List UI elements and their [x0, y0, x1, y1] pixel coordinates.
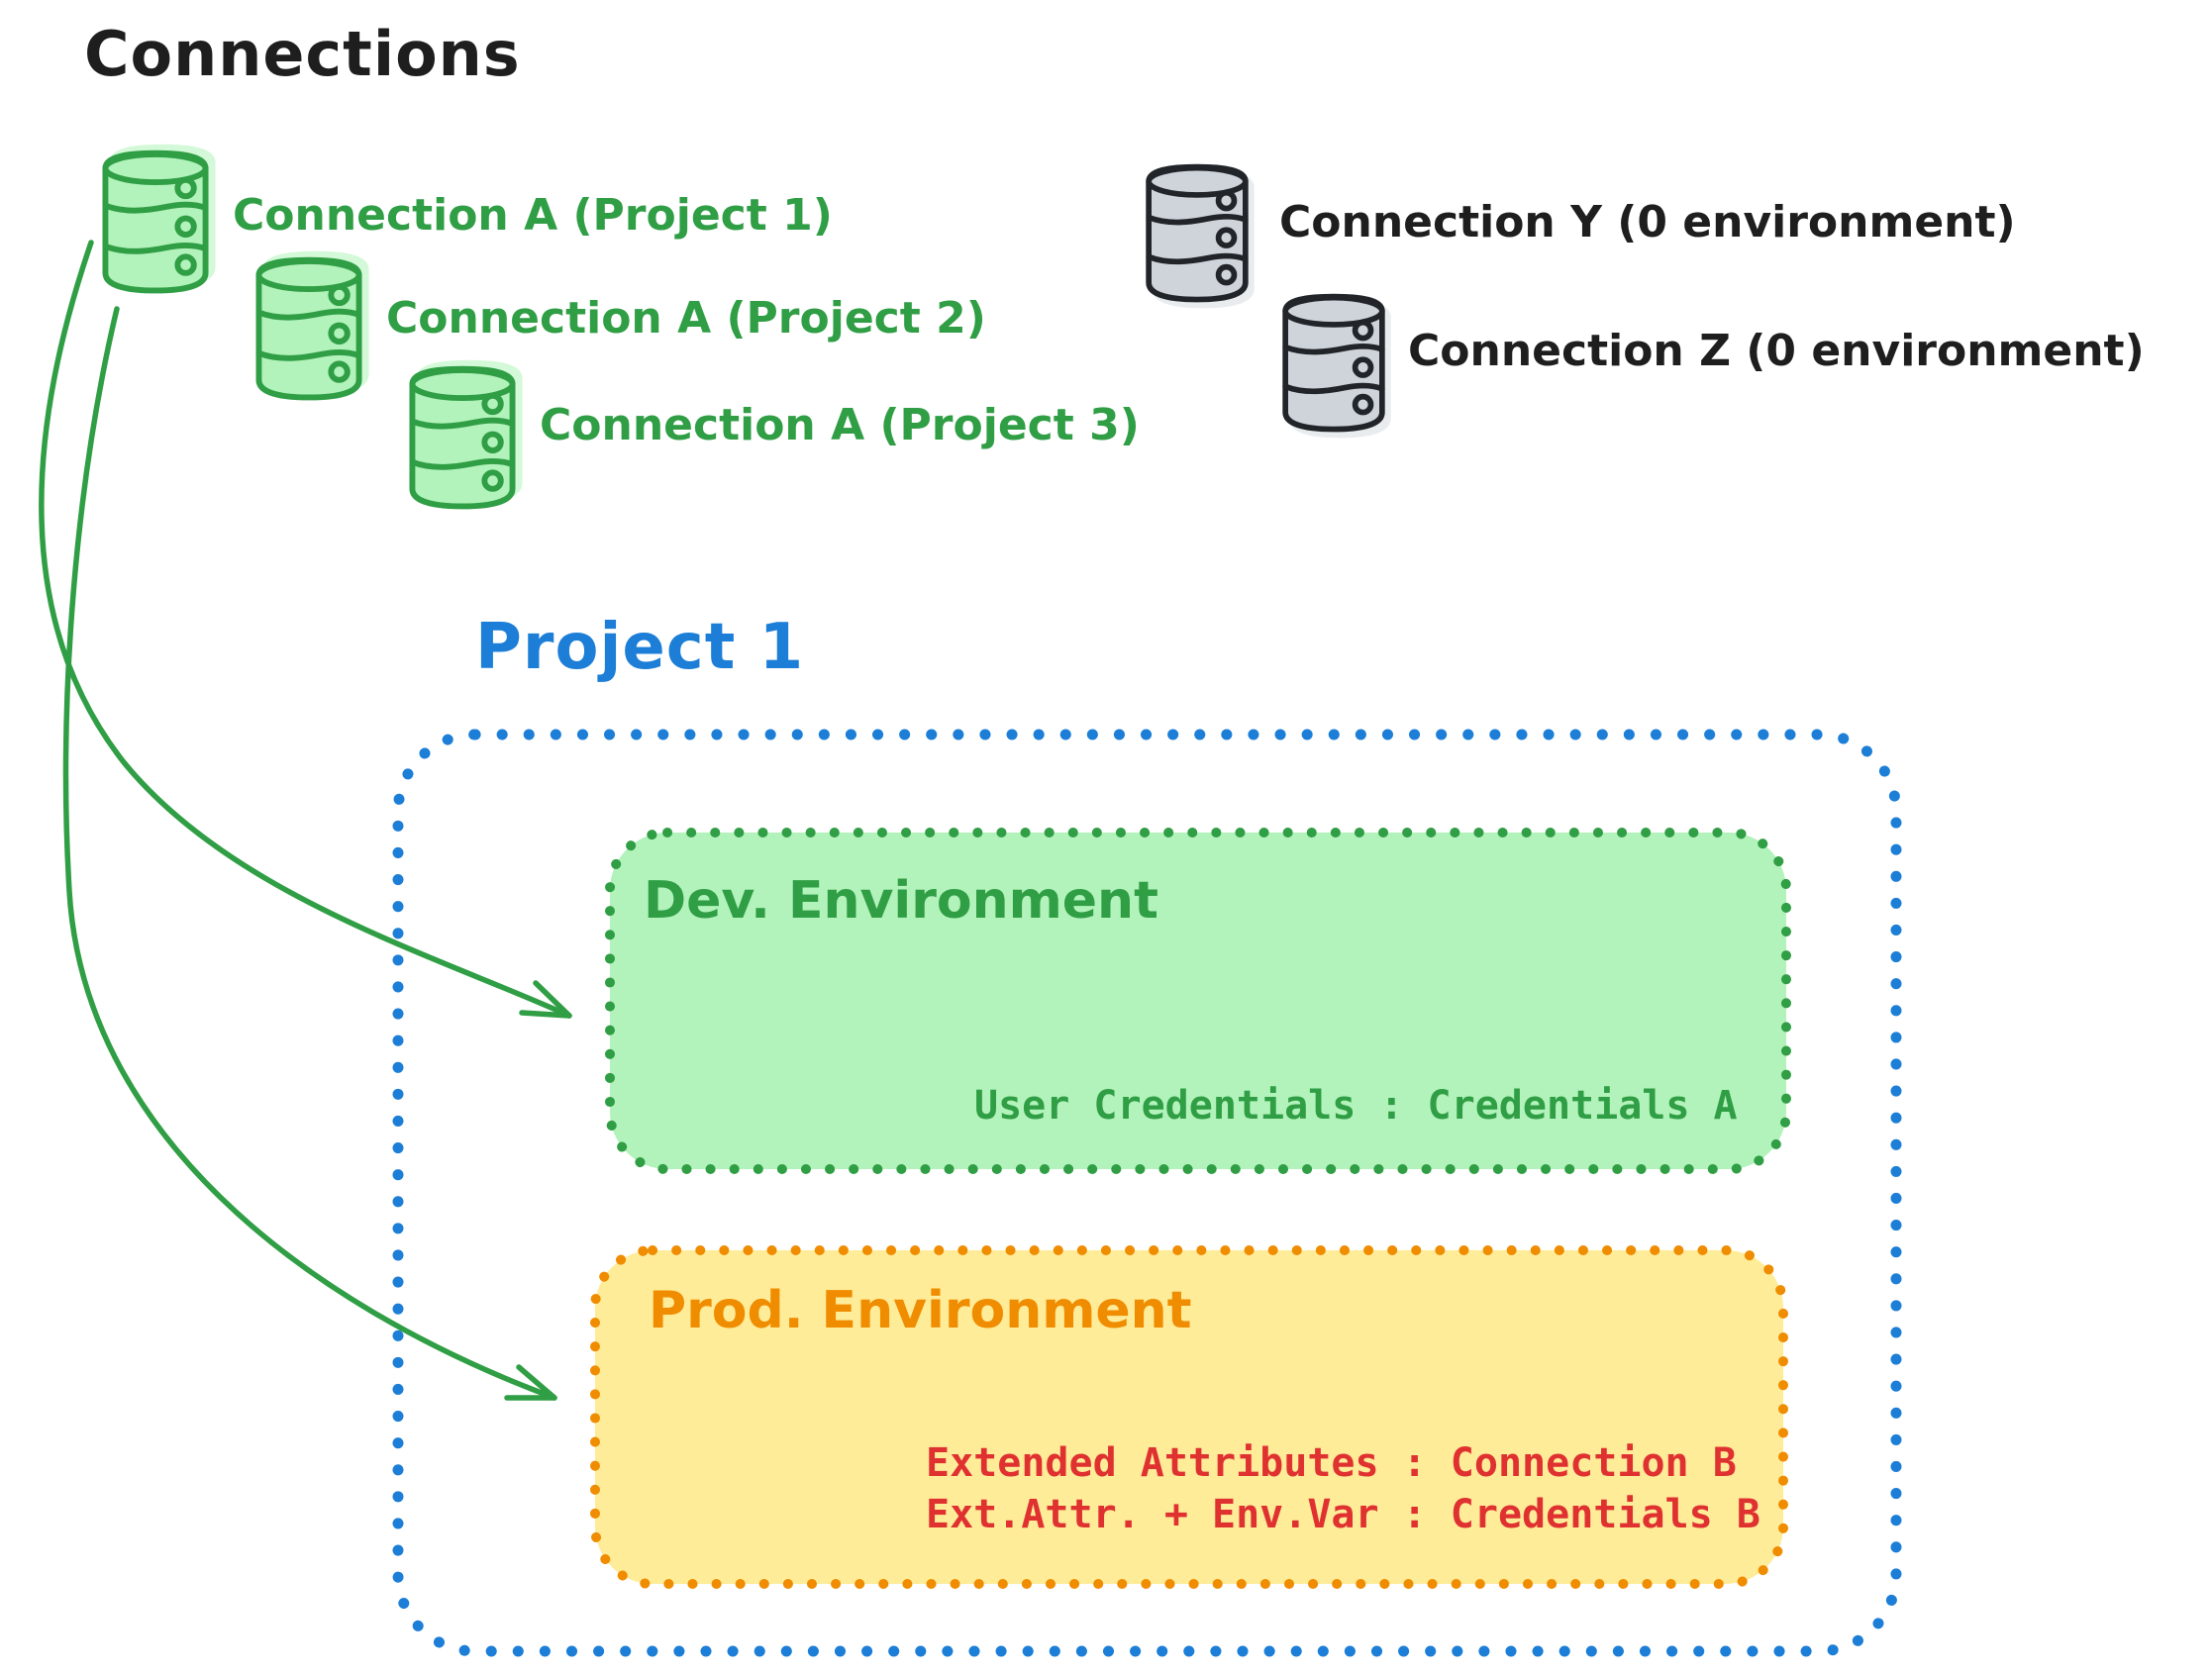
- dev-environment-title: Dev. Environment: [644, 871, 1158, 931]
- prod-environment-title: Prod. Environment: [649, 1281, 1192, 1340]
- database-icon-connection-z: [1285, 296, 1382, 430]
- database-icon-connection-y: [1149, 166, 1246, 300]
- arrow-to-prod-environment-icon: [62, 306, 557, 1401]
- project-1-box: [392, 729, 1902, 1657]
- label-connection-a-project-3: Connection A (Project 3): [540, 400, 1140, 450]
- connections-title: Connections: [84, 18, 521, 90]
- label-connection-z: Connection Z (0 environment): [1408, 326, 2145, 376]
- database-icon-connection-a-project-3: [412, 368, 513, 507]
- prod-extended-attributes-text: Extended Attributes : Connection B: [926, 1440, 1737, 1486]
- arrowhead-prod-icon: [504, 1364, 557, 1401]
- label-connection-a-project-2: Connection A (Project 2): [386, 293, 986, 344]
- database-icon-connection-a-project-2: [258, 259, 359, 398]
- project-1-title: Project 1: [475, 611, 805, 684]
- dev-credentials-text: User Credentials : Credentials A: [974, 1083, 1738, 1129]
- arrow-to-dev-environment-icon: [39, 240, 572, 1019]
- label-connection-y: Connection Y (0 environment): [1279, 197, 2016, 247]
- prod-environment-box: [590, 1245, 1788, 1589]
- prod-ext-attr-env-var-text: Ext.Attr. + Env.Var : Credentials B: [926, 1492, 1760, 1537]
- dev-environment-box: [605, 828, 1791, 1174]
- label-connection-a-project-1: Connection A (Project 1): [233, 190, 833, 241]
- arrowhead-dev-icon: [519, 980, 572, 1019]
- database-icon-connection-a-project-1: [105, 152, 206, 291]
